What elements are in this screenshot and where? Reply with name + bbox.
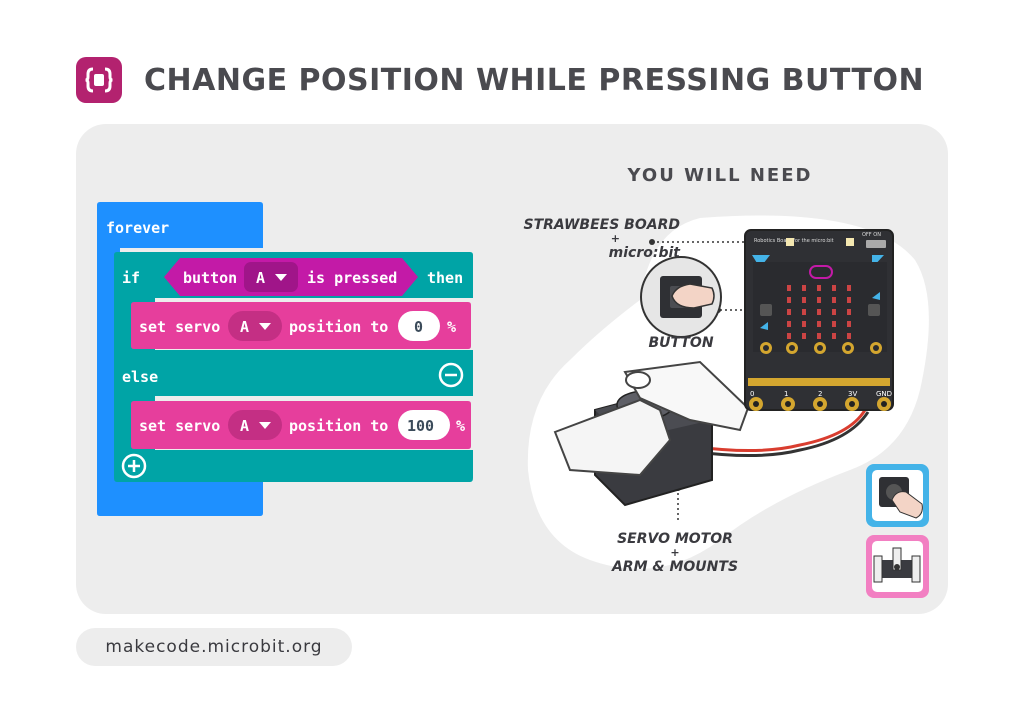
button-label: button [183, 269, 237, 287]
you-will-need-title: YOU WILL NEED [627, 165, 813, 186]
chevron-down-icon [275, 274, 287, 281]
chevron-down-icon [259, 323, 271, 330]
switch-print: OFF ON [862, 232, 881, 238]
forever-label: forever [106, 219, 169, 237]
strawbees-board-label: STRAWBEES BOARD + micro:bit [520, 217, 681, 261]
board-label-line-1: STRAWBEES BOARD [523, 217, 681, 233]
microbit-board-component: Robotics Board for the micro:bit OFF ON [744, 229, 894, 411]
button-pressed-condition[interactable]: button A is pressed [164, 258, 418, 296]
position-input-1[interactable]: 0 [398, 311, 440, 341]
servo-label-line-2: ARM & MOUNTS [611, 559, 739, 575]
pin-label-gnd: GND [876, 390, 892, 398]
forever-block[interactable]: forever [97, 202, 263, 516]
servo-category-icon [866, 535, 929, 598]
else-label: else [122, 368, 158, 386]
position-to-label: position to [289, 318, 388, 336]
percent-label: % [456, 417, 465, 435]
is-pressed-label: is pressed [307, 269, 397, 287]
pin-label-0: 0 [750, 390, 754, 398]
servo-dropdown-2[interactable]: A [228, 410, 282, 440]
set-servo-block-1[interactable]: set servo A position to 0 % [131, 302, 471, 349]
set-servo-label: set servo [139, 417, 220, 435]
servo-motor-component [553, 360, 750, 507]
header: CHANGE POSITION WHILE PRESSING BUTTON [76, 57, 925, 103]
pin-label-2: 2 [818, 390, 822, 398]
strawbees-logo-icon [76, 57, 122, 103]
page-title: CHANGE POSITION WHILE PRESSING BUTTON [144, 62, 925, 98]
servo-dropdown-value-2: A [240, 417, 249, 435]
set-servo-label: set servo [139, 318, 220, 336]
percent-label: % [447, 318, 456, 336]
makecode-url[interactable]: makecode.microbit.org [76, 628, 352, 666]
servo-motor-label: SERVO MOTOR + ARM & MOUNTS [600, 532, 750, 574]
if-label: if [122, 269, 140, 287]
chevron-down-icon [259, 422, 271, 429]
position-input-2[interactable]: 100 [398, 410, 450, 440]
then-label: then [427, 269, 463, 287]
board-label-line-2: micro:bit [608, 245, 680, 261]
if-block[interactable]: if then else [114, 252, 473, 482]
pin-label-3v: 3V [848, 390, 857, 398]
add-branch-icon[interactable] [121, 453, 147, 479]
servo-label-line-1: SERVO MOTOR [617, 531, 733, 547]
input-button-category-icon [866, 464, 929, 527]
servo-dropdown-value-1: A [240, 318, 249, 336]
set-servo-block-2[interactable]: set servo A position to 100 % [131, 401, 471, 449]
push-button-component [640, 256, 722, 338]
servo-dropdown-1[interactable]: A [228, 311, 282, 341]
board-label-plus: + [610, 232, 620, 245]
pin-label-1: 1 [784, 390, 788, 398]
servo-label-plus: + [670, 546, 680, 559]
position-to-label: position to [289, 417, 388, 435]
position-value-1: 0 [414, 318, 423, 336]
position-value-2: 100 [407, 417, 434, 435]
button-dropdown-value: A [256, 269, 265, 287]
button-dropdown[interactable]: A [244, 262, 298, 292]
led-matrix [787, 285, 851, 339]
button-label: BUTTON [648, 335, 714, 351]
remove-else-icon[interactable] [438, 362, 464, 388]
